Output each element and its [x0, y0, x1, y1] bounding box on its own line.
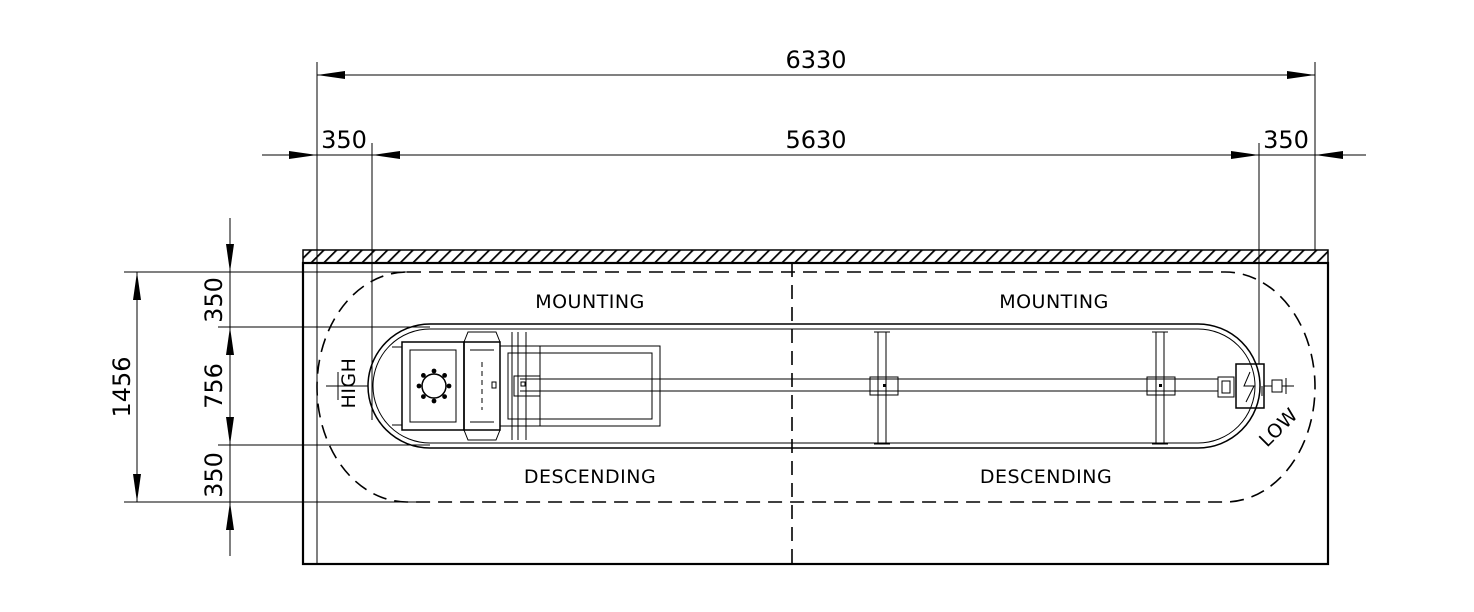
zone-low-label: LOW	[1255, 404, 1302, 451]
dimension-band-top-value: 350	[200, 277, 228, 323]
drive-unit	[1217, 363, 1294, 409]
zone-descending-right: DESCENDING	[980, 466, 1112, 488]
dimension-total-length-value: 6330	[785, 46, 846, 74]
zone-descending-left: DESCENDING	[524, 466, 656, 488]
dimension-band-bottom-value: 350	[200, 452, 228, 498]
dimension-band-middle-value: 756	[200, 363, 228, 409]
carriage-assembly	[392, 331, 792, 441]
zone-mounting-left: MOUNTING	[535, 291, 645, 313]
dimension-right-offset-value: 350	[1263, 126, 1309, 154]
dimension-total-length	[316, 62, 1316, 563]
wall-hatching	[302, 249, 1329, 264]
high-end-marker	[326, 372, 368, 400]
dimension-track-length-value: 5630	[785, 126, 846, 154]
zone-mounting-right: MOUNTING	[999, 291, 1109, 313]
track-loop	[367, 323, 1261, 449]
floor-frame	[301, 249, 1330, 566]
dimension-left-offset-value: 350	[321, 126, 367, 154]
sprocket-icon	[416, 368, 452, 404]
central-rail	[520, 378, 1218, 392]
dimension-total-width-value: 1456	[108, 356, 136, 417]
dimension-track-length	[262, 143, 1366, 420]
zone-high-label: HIGH	[338, 358, 360, 409]
hanger-station-1	[869, 331, 899, 445]
operator-zone-outline	[316, 271, 1316, 503]
dimension-bands	[218, 218, 430, 556]
hanger-station-2	[1146, 331, 1176, 445]
dimension-total-width	[124, 271, 420, 503]
